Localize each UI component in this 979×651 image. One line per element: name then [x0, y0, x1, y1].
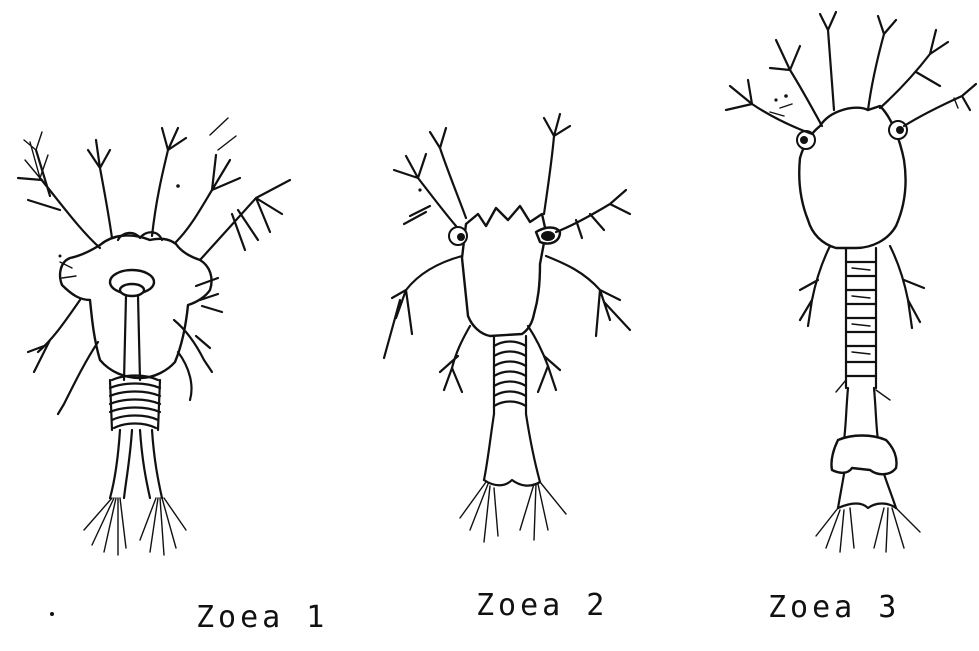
zoea-1-label: Zoea 1: [196, 600, 328, 635]
stray-mark: [50, 612, 54, 616]
zoea-2-drawing: [384, 114, 630, 542]
zoea-3-label: Zoea 3: [768, 590, 900, 625]
zoea-1-drawing: [18, 118, 290, 555]
zoea-2-label: Zoea 2: [476, 588, 608, 623]
zoea-3-drawing: [726, 12, 976, 552]
